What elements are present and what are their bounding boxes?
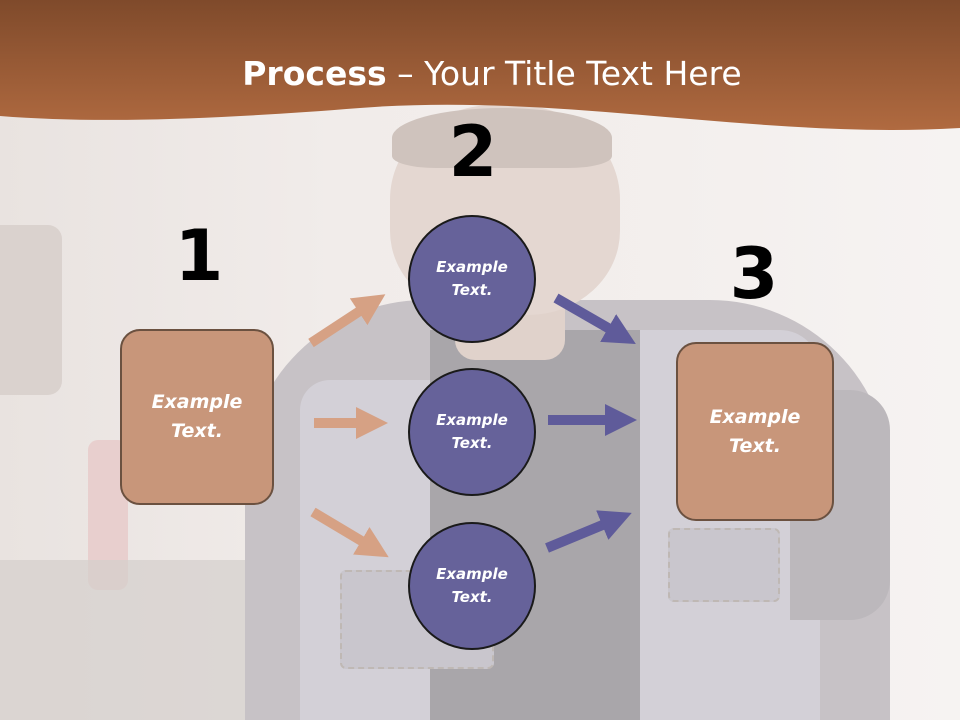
step-1-text: Example Text. [151,391,243,442]
arrow-circle-bottom-to-3 [545,510,632,553]
arrow-1-to-circle-bottom [310,507,389,558]
background-shape [0,560,260,720]
step-number-1: 1 [174,215,224,297]
title-band: Process – Your Title Text Here [0,0,960,135]
person-hair [392,108,612,168]
title-bold: Process [242,54,387,93]
step-1-box: Example Text. [120,329,274,505]
title-band-shape [0,0,960,130]
arrow-circle-top-to-3 [553,293,636,344]
circle-middle: Example Text. [408,368,536,496]
step-number-3: 3 [729,233,779,315]
circle-bottom: Example Text. [408,522,536,650]
step-3-text: Example Text. [709,405,801,457]
step-number-2: 2 [448,111,498,193]
circle-top: Example Text. [408,215,536,343]
circle-middle-text: Example Text. [436,411,508,452]
step-3-box: Example Text. [676,342,834,521]
arrow-1-to-circle-top [308,294,386,348]
page-title: Process – Your Title Text Here [0,54,960,94]
vest-pocket [668,528,780,602]
circle-bottom-text: Example Text. [436,565,508,606]
background-shape [0,225,62,395]
title-rest: – Your Title Text Here [386,54,742,93]
circle-top-text: Example Text. [436,258,508,299]
